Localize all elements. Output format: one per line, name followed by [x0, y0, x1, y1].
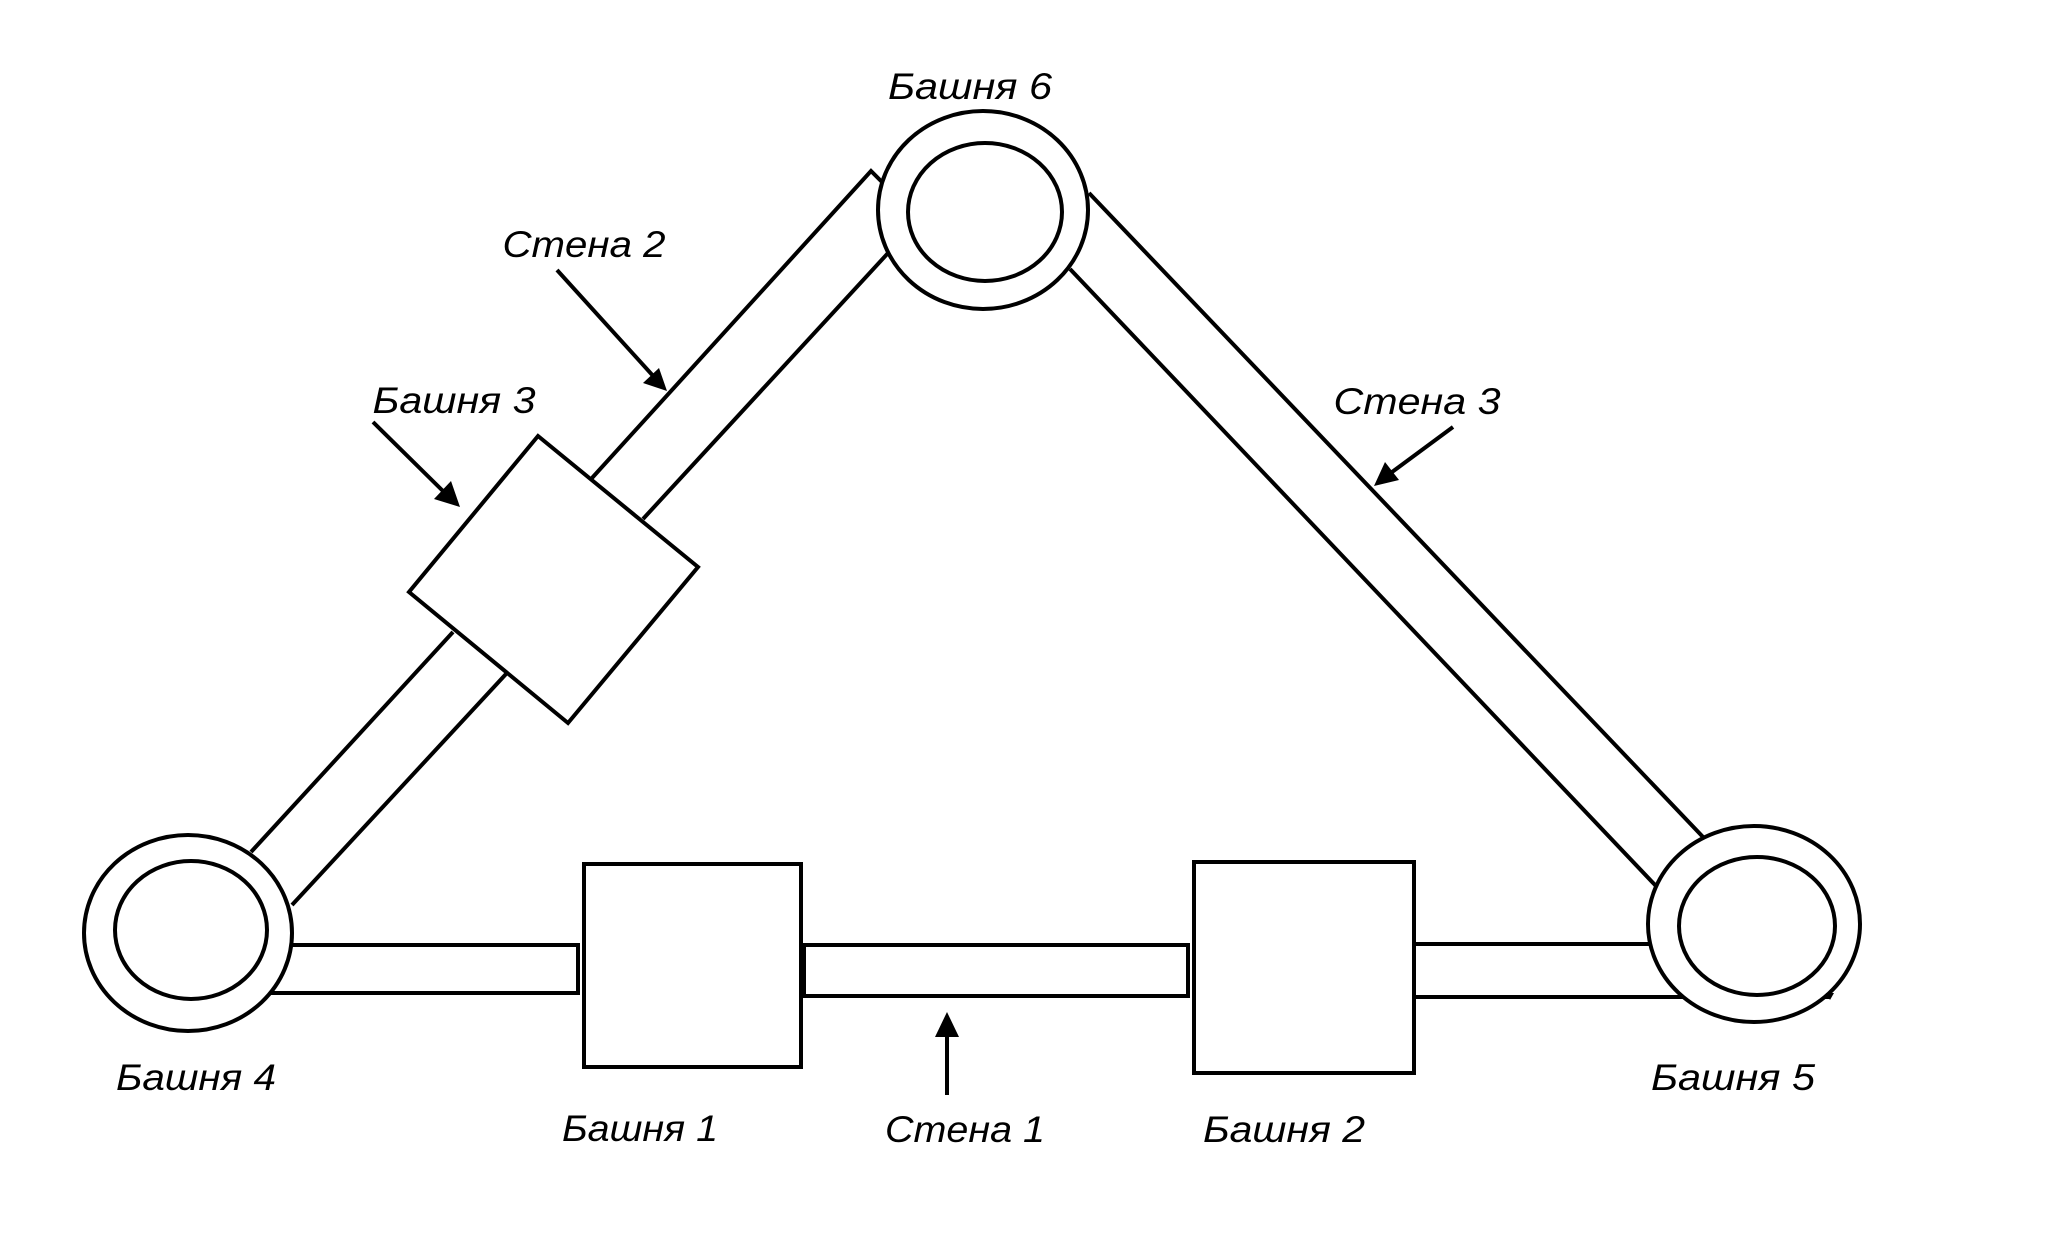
- tower-4-label: Башня 4: [116, 1057, 276, 1098]
- wall-3-pointer-arrow: [1374, 425, 1455, 486]
- tower-1-label: Башня 1: [562, 1108, 718, 1149]
- wall-1-left-section: [250, 943, 580, 995]
- wall-2-pointer-arrow: [555, 268, 667, 391]
- wall-3-arrow-shaft: [1386, 425, 1455, 477]
- wall-2: [249, 168, 891, 907]
- tower-6-label: Башня 6: [888, 66, 1052, 107]
- tower-5: [1646, 824, 1862, 1024]
- wall-2-arrowhead-icon: [643, 368, 667, 391]
- tower-5-inner-ring: [1677, 855, 1837, 997]
- wall-2-lower-inner-edge: [290, 672, 508, 907]
- tower-2-label: Башня 2: [1203, 1109, 1365, 1150]
- tower-5-label: Башня 5: [1651, 1057, 1815, 1098]
- wall-3-arrowhead-icon: [1374, 462, 1399, 486]
- wall-3-inner-edge: [1068, 267, 1658, 888]
- tower-3-pointer-arrow: [371, 420, 460, 507]
- tower-6: [876, 109, 1090, 311]
- tower-4-inner-ring: [113, 859, 269, 1001]
- wall-3: [1068, 191, 1705, 888]
- tower-5-stroke-artifact: [1826, 993, 1834, 1000]
- wall-1-pointer-arrow: [935, 1012, 959, 1095]
- tower-3-label: Башня 3: [373, 380, 536, 421]
- tower-3-arrow-shaft: [371, 420, 449, 497]
- wall-1-middle-section: [802, 943, 1190, 998]
- tower-3-arrowhead-icon: [434, 481, 460, 507]
- tower-2: [1192, 860, 1416, 1075]
- wall-2-lower-outer-edge: [249, 630, 455, 854]
- wall-1-arrowhead-icon: [935, 1012, 959, 1037]
- tower-1: [582, 862, 803, 1069]
- wall-3-outer-edge: [1087, 191, 1705, 839]
- wall-1: [250, 942, 1830, 999]
- wall-3-label: Стена 3: [1334, 381, 1501, 422]
- tower-6-inner-ring: [906, 141, 1064, 283]
- wall-2-upper-inner-edge: [641, 250, 891, 521]
- wall-1-label: Стена 1: [885, 1109, 1045, 1150]
- tower-3: [406, 433, 701, 726]
- wall-2-label: Стена 2: [503, 224, 666, 265]
- tower-4: [82, 833, 294, 1033]
- wall-2-upper-outer-edge: [590, 168, 887, 480]
- wall-2-arrow-shaft: [555, 268, 657, 380]
